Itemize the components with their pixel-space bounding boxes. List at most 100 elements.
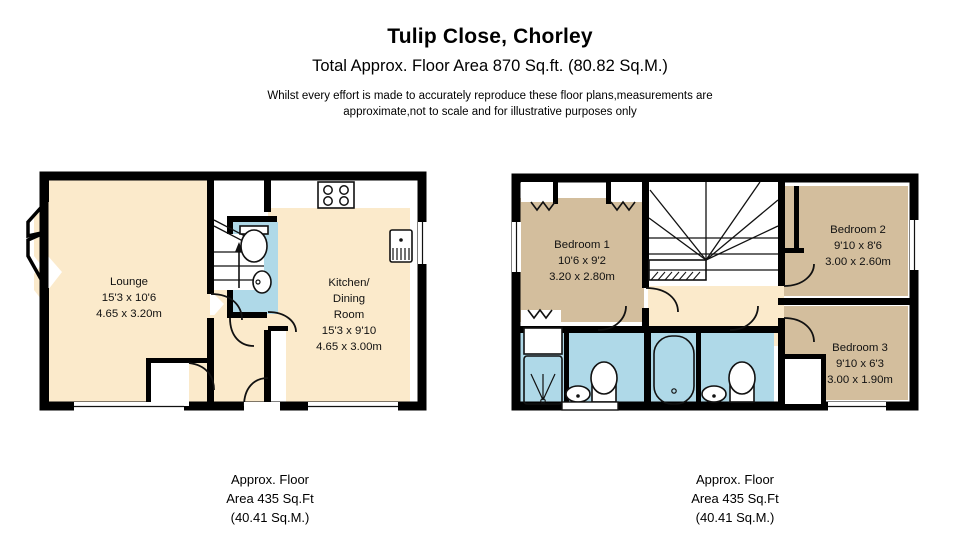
kitchen-dim-metric: 4.65 x 3.00m	[316, 341, 382, 353]
bedroom-2-dim-metric: 3.00 x 2.60m	[825, 256, 891, 268]
bathroom-basin	[701, 385, 727, 403]
door-wc	[229, 317, 255, 347]
cupboard-recess	[151, 363, 189, 406]
bedroom-2-dim-imperial: 9'10 x 8'6	[834, 240, 882, 252]
wc-wall-top	[227, 216, 277, 222]
ground-floor-area-caption: Approx. Floor Area 435 Sq.Ft (40.41 Sq.M…	[150, 470, 390, 527]
bedroom-1-label-group: Bedroom 1 10'6 x 9'2 3.20 x 2.80m	[549, 239, 615, 283]
bedroom-3-dim-imperial: 9'10 x 6'3	[836, 358, 884, 370]
window-bedroom1-left	[512, 222, 521, 272]
wall-hall-kitchen	[264, 176, 271, 212]
toilet	[239, 225, 269, 263]
wall-bed2-bed3	[778, 298, 914, 305]
total-floor-area-subtitle: Total Approx. Floor Area 870 Sq.ft. (80.…	[312, 57, 668, 75]
door-cupboard	[188, 362, 215, 391]
bed2-recess-wall-v	[794, 186, 799, 252]
en-suite-basin	[565, 385, 591, 403]
bed1-recess-right-arc	[610, 200, 636, 212]
bedroom-3-label-group: Bedroom 3 9'10 x 6'3 3.00 x 1.90m	[827, 342, 893, 386]
bedroom-1-label: Bedroom 1	[554, 239, 610, 251]
door-en-suite	[597, 305, 627, 331]
bedroom-1-dim-imperial: 10'6 x 9'2	[558, 255, 606, 267]
wall-bath-divider	[696, 332, 701, 406]
bedroom-2-label: Bedroom 2	[830, 224, 886, 236]
kitchen-dining-floor	[268, 208, 410, 402]
wc-wall-bottom	[227, 312, 267, 318]
wall-landing-bed2	[778, 178, 785, 286]
shower-cubicle	[523, 355, 563, 405]
hallway-floor-2	[210, 315, 270, 403]
staircase-winder	[648, 181, 779, 286]
bay-wall-bottom	[40, 288, 49, 406]
kitchen-step-wall	[268, 326, 288, 331]
wall-shower-divider	[564, 332, 569, 406]
lounge-label-group: Lounge 15'3 x 10'6 4.65 x 3.20m	[96, 276, 162, 320]
door-bedroom-2	[783, 263, 815, 287]
en-suite-toilet	[590, 361, 618, 403]
wall-bed1-landing-diag	[642, 308, 649, 330]
window-bedroom2-right	[910, 220, 919, 270]
kitchen-label-line-2: Dining	[333, 293, 365, 305]
bedroom-3-label: Bedroom 3	[832, 342, 888, 354]
ground-floor-svg: Lounge 15'3 x 10'6 4.65 x 3.20m Kitchen/…	[26, 171, 427, 411]
door-bedroom-3	[783, 317, 815, 343]
front-door-opening	[244, 402, 280, 411]
en-suite-cistern	[523, 327, 563, 355]
door-bedroom-1	[645, 287, 679, 313]
wash-basin	[252, 270, 272, 294]
bed1-recess-right	[608, 182, 642, 202]
ground-floor-area-line-3: (40.41 Sq.M.)	[230, 510, 310, 525]
first-floor-area-line-1: Approx. Floor	[695, 472, 775, 487]
bay-window-frame	[26, 200, 48, 239]
lounge-label: Lounge	[110, 276, 148, 288]
wall-bed1-stairs	[642, 178, 649, 288]
bathroom-toilet	[728, 361, 756, 403]
header: Tulip Close, Chorley Total Approx. Floor…	[0, 24, 980, 120]
bedroom-2-label-group: Bedroom 2 9'10 x 8'6 3.00 x 2.60m	[825, 224, 891, 268]
bed3-recess-wall-v	[821, 354, 826, 406]
wall-hall-kitchen-lower	[264, 330, 271, 406]
door-lounge	[210, 293, 243, 321]
window-bedroom3-rear	[828, 402, 886, 411]
bed2-recess-wall-h	[784, 248, 804, 253]
kitchen-label-group: Kitchen/ Dining Room 15'3 x 9'10 4.65 x …	[316, 277, 382, 353]
bedroom-1-dim-metric: 3.20 x 2.80m	[549, 271, 615, 283]
first-floor-area-line-2: Area 435 Sq.Ft	[691, 491, 779, 506]
lounge-dim-imperial: 15'3 x 10'6	[102, 292, 156, 304]
en-suite-counter	[561, 401, 619, 411]
first-floor-area-caption: Approx. Floor Area 435 Sq.Ft (40.41 Sq.M…	[615, 470, 855, 527]
disclaimer: Whilst every effort is made to accuratel…	[0, 88, 980, 120]
cupboard-wall-top	[146, 358, 212, 363]
wall-landing-bed3	[778, 318, 785, 406]
lounge-dim-metric: 4.65 x 3.20m	[96, 308, 162, 320]
window-lounge-rear	[74, 402, 184, 411]
disclaimer-line-2: approximate,not to scale and for illustr…	[343, 106, 637, 118]
bed1-recess-right-wall	[606, 182, 611, 204]
bed1-recess-left-wall	[553, 182, 558, 204]
window-kitchen-side	[418, 222, 427, 264]
page-title: Tulip Close, Chorley	[387, 25, 593, 48]
ground-floor-area-line-1: Approx. Floor	[230, 472, 310, 487]
cupboard-wall-left	[146, 358, 151, 406]
sink-icon	[389, 229, 413, 263]
ground-floor-plan: Lounge 15'3 x 10'6 4.65 x 3.20m Kitchen/…	[18, 160, 463, 425]
door-bathroom	[729, 305, 759, 331]
lounge-floor	[48, 178, 210, 402]
front-door	[243, 377, 269, 407]
bed1-recess-left-arc	[530, 200, 556, 212]
first-floor-plan: Bedroom 1 10'6 x 9'2 3.20 x 2.80m Bedroo…	[498, 160, 948, 425]
kitchen-dim-imperial: 15'3 x 9'10	[322, 325, 376, 337]
window-kitchen-rear	[308, 402, 398, 411]
bed1-recess-left	[521, 182, 555, 202]
bedroom-3-dim-metric: 3.00 x 1.90m	[827, 374, 893, 386]
bed1-recess-bottom-arc	[527, 308, 553, 320]
kitchen-label-line-3: Room	[334, 309, 364, 321]
disclaimer-line-1: Whilst every effort is made to accuratel…	[267, 90, 713, 102]
bed3-recess	[785, 359, 821, 404]
bath	[653, 335, 695, 405]
hob-icon	[317, 181, 355, 209]
wall-bath-divider-2	[644, 332, 649, 406]
first-floor-area-line-3: (40.41 Sq.M.)	[695, 510, 775, 525]
bay-wall-top	[40, 176, 49, 202]
